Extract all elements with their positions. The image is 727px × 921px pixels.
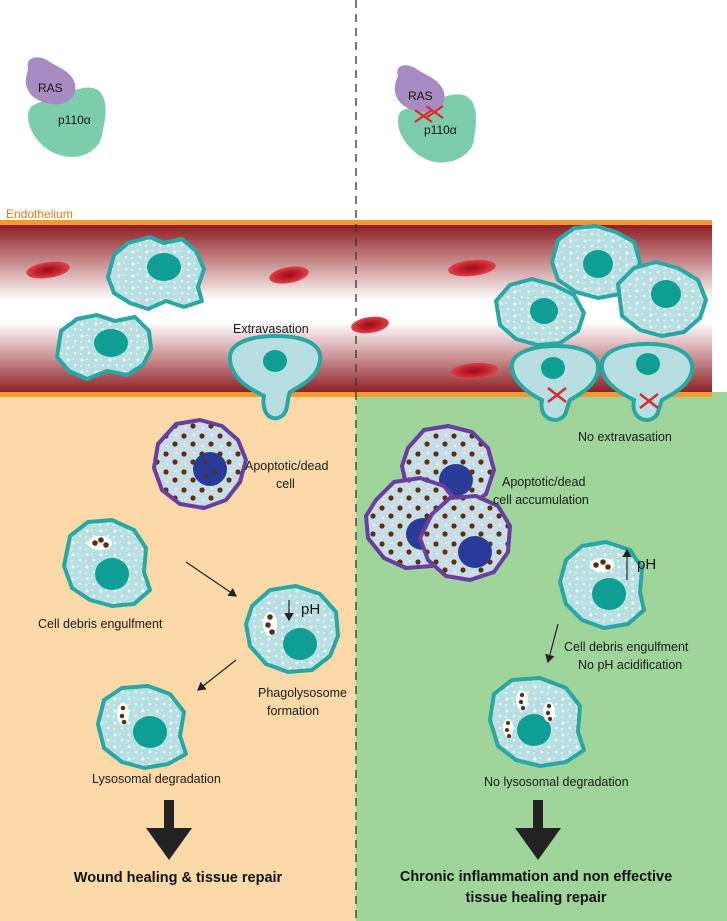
ras-p110-complex-right: RAS p110α — [394, 65, 477, 163]
apoptotic-cell — [418, 494, 512, 582]
endothelium-label: Endothelium — [6, 207, 73, 221]
nucleus — [517, 714, 551, 746]
apoptotic-label-line2: cell — [276, 477, 295, 491]
endothelium-top-line — [0, 220, 712, 225]
nucleus — [530, 298, 558, 324]
engulfment-label-right-line2: No pH acidification — [578, 658, 682, 672]
phagosome — [503, 719, 513, 737]
outcome-arrow-right — [515, 800, 561, 860]
macrophage-in-vessel — [106, 235, 206, 311]
nucleus — [458, 536, 492, 568]
ph-label-left: pH — [301, 601, 320, 618]
p110-shape — [28, 87, 106, 158]
inhibition-x-icon — [414, 105, 444, 123]
degradation-label: Lysosomal degradation — [92, 772, 221, 786]
macrophage-in-vessel — [616, 260, 708, 338]
ras-p110-complex-left: RAS p110α — [25, 57, 106, 158]
process-arrow — [545, 623, 559, 664]
ras-shape — [25, 57, 76, 105]
outcome-arrow-left — [146, 800, 192, 860]
outcome-right-line1: Chronic inflammation and non effective — [400, 869, 672, 885]
nucleus — [541, 357, 565, 379]
nucleus — [133, 716, 167, 748]
nucleus — [193, 452, 227, 486]
engulfment-label: Cell debris engulfment — [38, 617, 163, 631]
nucleus — [636, 353, 660, 375]
apoptotic-cell-cluster — [364, 424, 512, 582]
engulfing-macrophage-no-acidification — [558, 540, 646, 630]
p110-label-left: p110α — [58, 113, 91, 127]
engulfment-label-right-line1: Cell debris engulfment — [564, 640, 689, 654]
process-arrow — [197, 659, 237, 691]
phagolysosome-macrophage — [244, 584, 340, 674]
nucleus — [592, 578, 626, 610]
ph-label-right: pH — [637, 556, 656, 573]
process-arrow — [185, 561, 237, 597]
nucleus — [283, 628, 317, 660]
ras-shape — [394, 65, 445, 113]
nucleus — [95, 558, 129, 590]
blocked-macrophage — [599, 341, 695, 423]
phagosome — [516, 690, 528, 710]
outcome-right-line2: tissue healing repair — [465, 890, 606, 906]
p110-label-right: p110α — [424, 123, 457, 137]
ras-label-left: RAS — [38, 81, 63, 95]
no-degradation-label: No lysosomal degradation — [484, 775, 629, 789]
nucleus — [583, 250, 613, 278]
extravasating-macrophage — [227, 333, 323, 421]
phagolysosome-label-line2: formation — [267, 704, 319, 718]
macrophage-in-vessel — [55, 313, 153, 381]
extravasation-label: Extravasation — [233, 322, 309, 336]
blocked-macrophage — [509, 343, 601, 423]
nucleus — [263, 350, 287, 372]
ras-label-right: RAS — [408, 89, 433, 103]
apoptotic-cell — [152, 418, 248, 510]
macrophage-in-vessel — [494, 277, 586, 347]
red-blood-cells — [26, 259, 498, 380]
inhibition-x-icon — [639, 393, 659, 409]
degrading-macrophage — [96, 684, 188, 770]
engulfing-macrophage — [62, 518, 152, 608]
inhibition-x-icon — [547, 387, 567, 403]
phagolysosome-label-line1: Phagolysosome — [258, 686, 347, 700]
apoptotic-label-line1: Apoptotic/dead — [245, 459, 328, 473]
apoptotic-label-right-line1: Apoptotic/dead — [502, 475, 585, 489]
no-extravasation-label: No extravasation — [578, 430, 672, 444]
nucleus — [147, 253, 181, 281]
nucleus — [94, 329, 128, 357]
apoptotic-label-right-line2: cell accumulation — [493, 493, 589, 507]
outcome-left: Wound healing & tissue repair — [74, 870, 283, 886]
non-degrading-macrophage — [488, 676, 586, 768]
nucleus — [651, 280, 681, 308]
